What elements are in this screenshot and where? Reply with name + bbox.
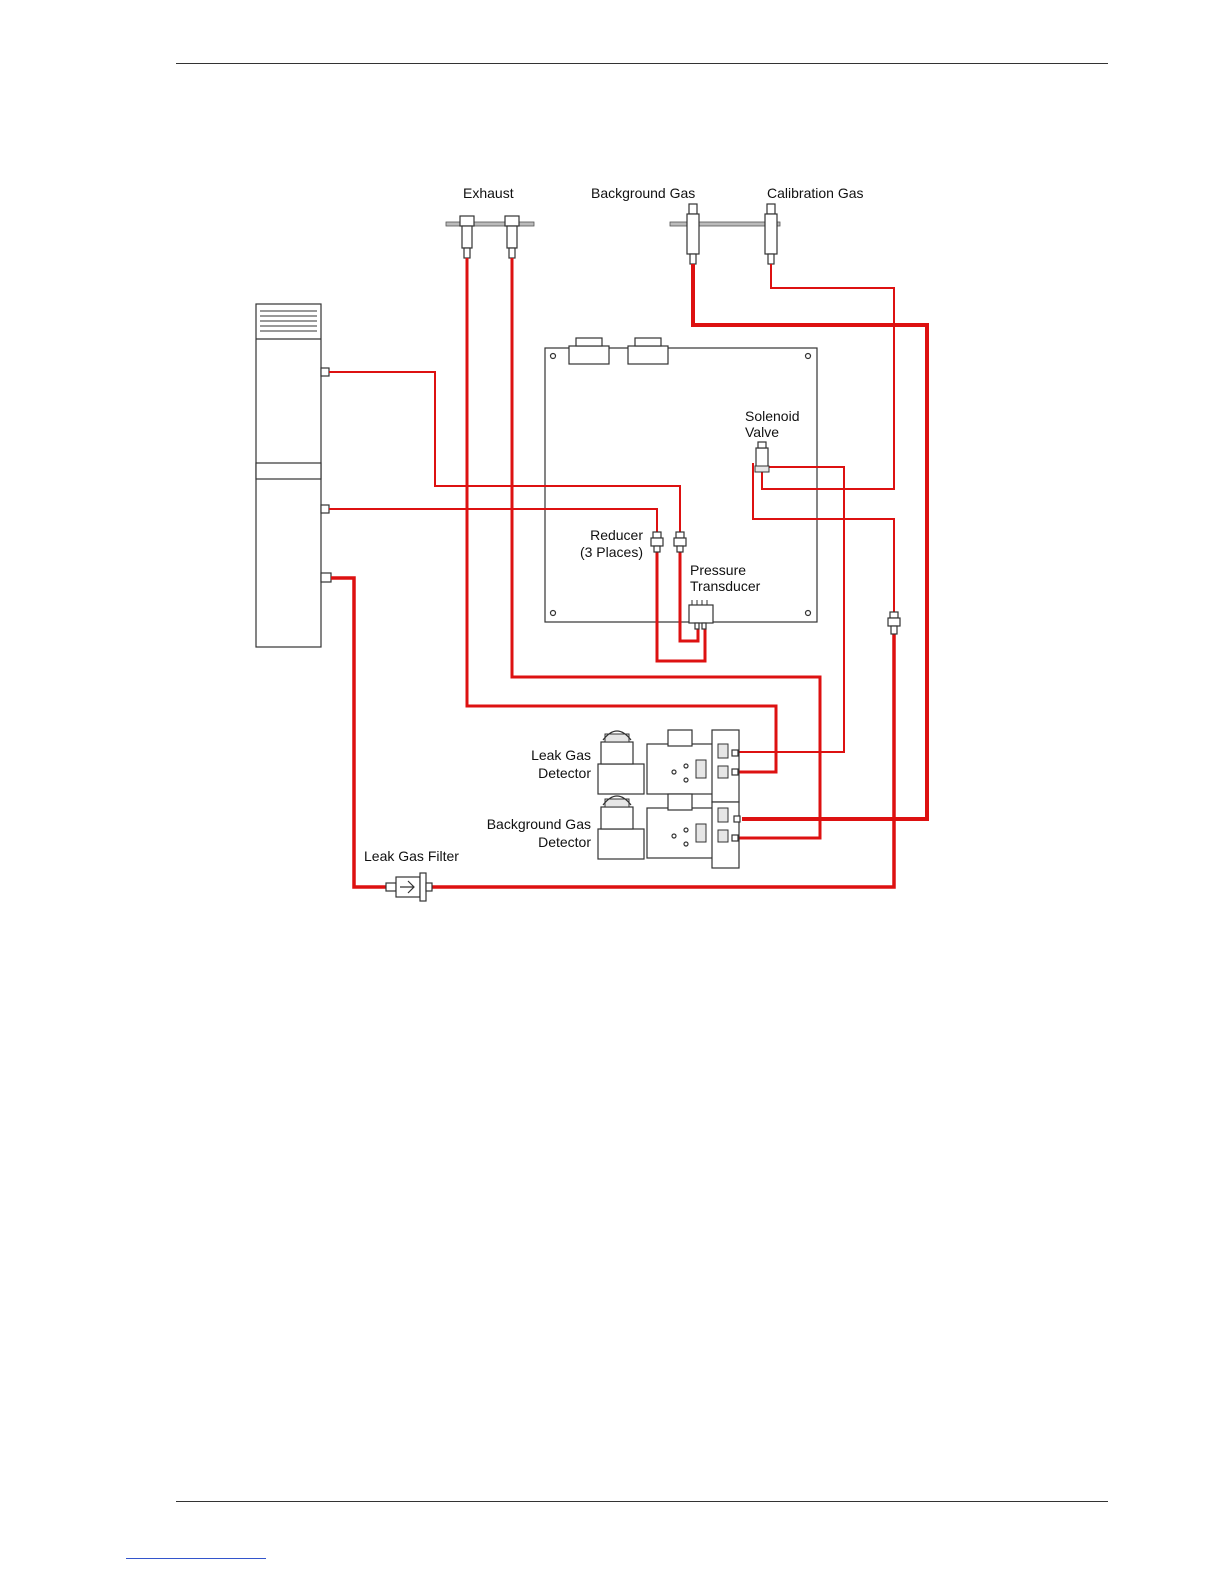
label-background-gas-detector-1: Background Gas — [487, 816, 591, 832]
label-leak-gas-detector-1: Leak Gas — [531, 747, 591, 763]
footer-rule — [176, 1501, 1108, 1502]
label-leak-gas-detector-2: Detector — [538, 765, 591, 781]
left-enclosure — [256, 304, 331, 647]
gas-inlet-bulkhead — [670, 204, 780, 264]
label-pressure-transducer-2: Transducer — [690, 578, 761, 594]
label-solenoid-valve-1: Solenoid — [745, 408, 800, 424]
label-calibration-gas: Calibration Gas — [767, 185, 864, 201]
label-background-gas: Background Gas — [591, 185, 695, 201]
background-gas-detector — [598, 794, 740, 868]
label-background-gas-detector-2: Detector — [538, 834, 591, 850]
label-solenoid-valve-2: Valve — [745, 424, 779, 440]
label-exhaust: Exhaust — [463, 185, 514, 201]
label-reducer-2: (3 Places) — [580, 544, 643, 560]
label-pressure-transducer-1: Pressure — [690, 562, 746, 578]
leak-gas-detector — [598, 730, 739, 802]
label-reducer-1: Reducer — [590, 527, 643, 543]
footer-link-underline[interactable] — [126, 1558, 266, 1559]
label-leak-gas-filter: Leak Gas Filter — [364, 848, 459, 864]
exhaust-bulkhead — [446, 216, 534, 258]
leak-gas-filter — [386, 873, 432, 901]
